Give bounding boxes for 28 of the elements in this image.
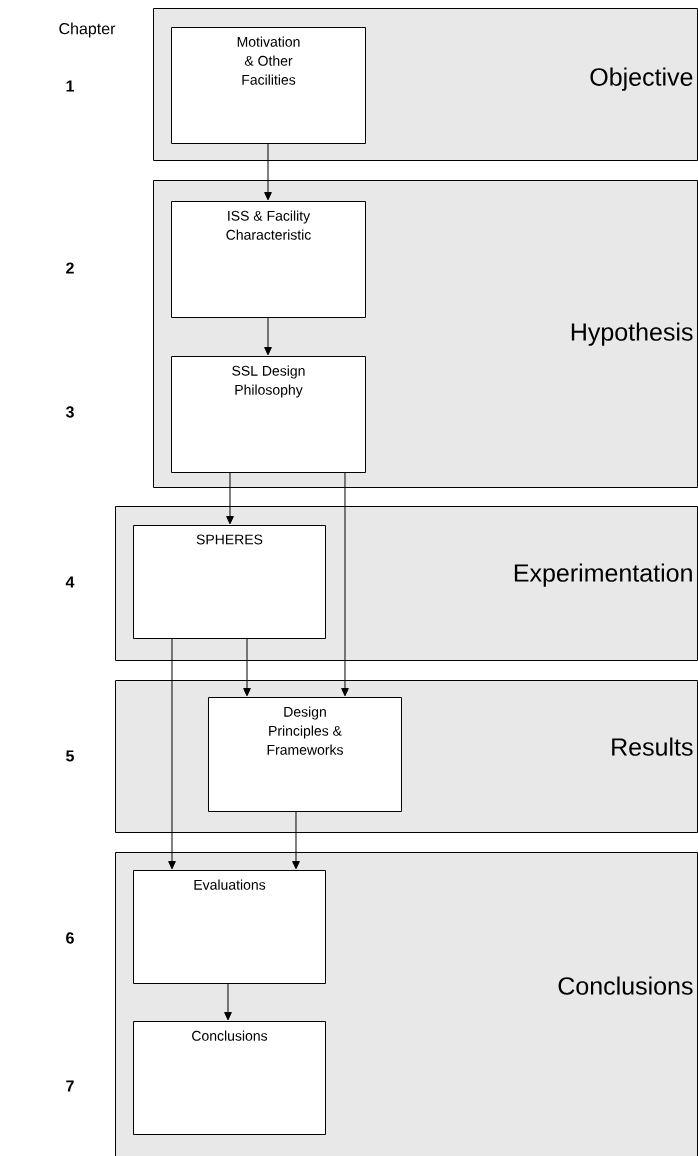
column-heading: Chapter xyxy=(59,22,116,38)
process-box: ISS & Facility Characteristic xyxy=(171,201,366,318)
chapter-number: 4 xyxy=(65,576,75,588)
arrow xyxy=(226,472,234,525)
process-box: Evaluations xyxy=(133,870,326,984)
band-heading: Results xyxy=(612,737,693,756)
arrow xyxy=(224,983,232,1021)
chapter-number: 7 xyxy=(66,1080,74,1092)
arrow xyxy=(243,638,251,697)
process-box: Conclusions xyxy=(133,1021,326,1135)
process-box: SSL Design Philosophy xyxy=(171,356,366,473)
band-heading: Hypothesis xyxy=(571,322,693,346)
chapter-number: 1 xyxy=(66,80,74,92)
arrow xyxy=(168,638,176,870)
arrow xyxy=(264,143,272,201)
chapter-number: 6 xyxy=(66,932,74,944)
band-heading: Conclusions xyxy=(558,976,693,995)
band-heading: Objective xyxy=(590,67,693,91)
process-box: SPHERES xyxy=(133,525,326,639)
chapter-number: 3 xyxy=(65,406,74,418)
band-heading: Experimentation xyxy=(514,563,692,587)
arrow xyxy=(341,472,349,697)
chapter-number: 2 xyxy=(66,262,74,274)
process-box: Design Principles & Frameworks xyxy=(208,697,402,812)
arrow xyxy=(264,317,272,356)
chapter-number: 5 xyxy=(66,750,74,762)
process-box: Motivation & Other Facilities xyxy=(171,27,366,144)
arrow xyxy=(292,811,300,870)
